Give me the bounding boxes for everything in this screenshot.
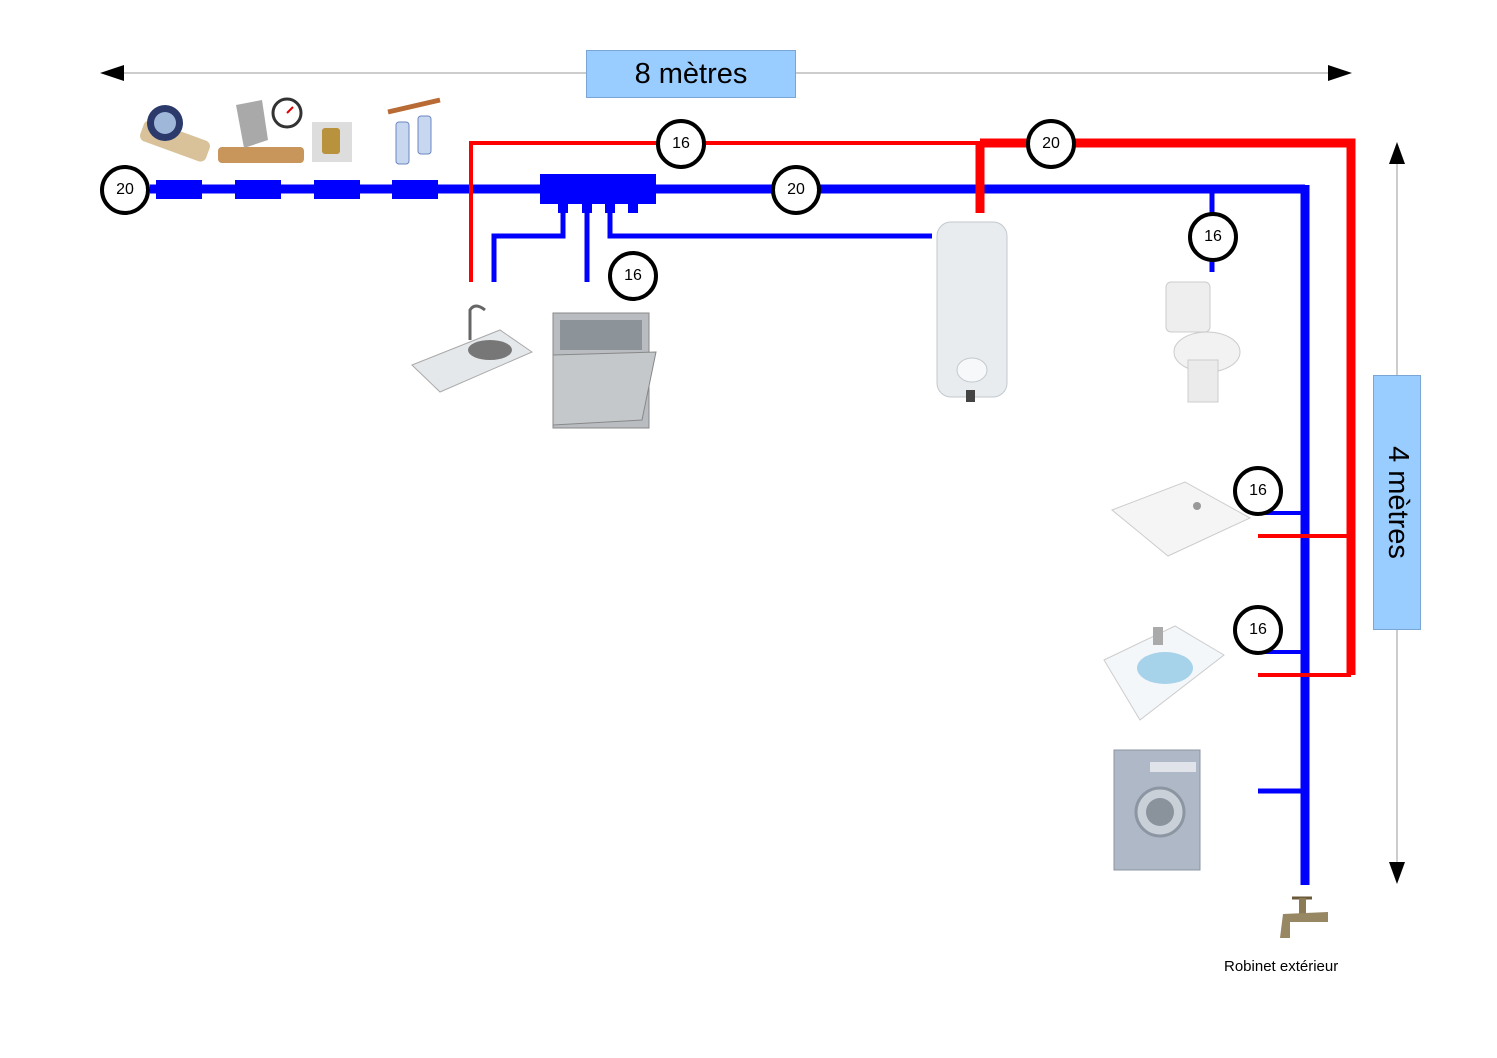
check-valve-icon <box>312 122 352 162</box>
outdoor-tap-label: Robinet extérieur <box>1224 958 1339 975</box>
pipe-diameter-badge-inlet: 20 <box>100 165 150 215</box>
outdoor-tap-icon <box>1280 896 1328 938</box>
pipe-diameter-badge-kitchen-branch: 16 <box>608 251 658 301</box>
water-meter-icon <box>140 105 210 162</box>
pressure-reducer-icon <box>218 97 304 163</box>
filter-unit-icon <box>387 97 441 165</box>
toilet-icon <box>1165 281 1241 403</box>
pipe-diameter-badge-cold-main: 20 <box>771 165 821 215</box>
arrow-down-icon <box>1389 862 1405 884</box>
pipe-diameter-badge-shower: 16 <box>1233 466 1283 516</box>
hot-water-pipes <box>469 138 1356 677</box>
pipe-diameter-badge-hot-kitchen: 16 <box>656 119 706 169</box>
water-heater-icon <box>936 221 1008 402</box>
width-dimension-label: 8 mètres <box>586 50 796 98</box>
washing-machine-icon <box>1113 749 1201 871</box>
kitchen-sink-icon <box>411 304 534 393</box>
pipe-diameter-badge-basin: 16 <box>1233 605 1283 655</box>
pipe-diameter-badge-hot-main: 20 <box>1026 119 1076 169</box>
width-dimension-text: 8 mètres <box>634 57 748 90</box>
arrow-left-icon <box>100 65 124 81</box>
dishwasher-icon <box>552 312 657 429</box>
height-dimension-text: 4 mètres <box>1381 446 1414 559</box>
arrow-up-icon <box>1389 142 1405 164</box>
washbasin-icon <box>1103 625 1225 721</box>
height-dimension-label: 4 mètres <box>1373 375 1421 630</box>
arrow-right-icon <box>1328 65 1352 81</box>
shower-tray-icon <box>1111 481 1252 557</box>
pipe-diameter-badge-wc: 16 <box>1188 212 1238 262</box>
